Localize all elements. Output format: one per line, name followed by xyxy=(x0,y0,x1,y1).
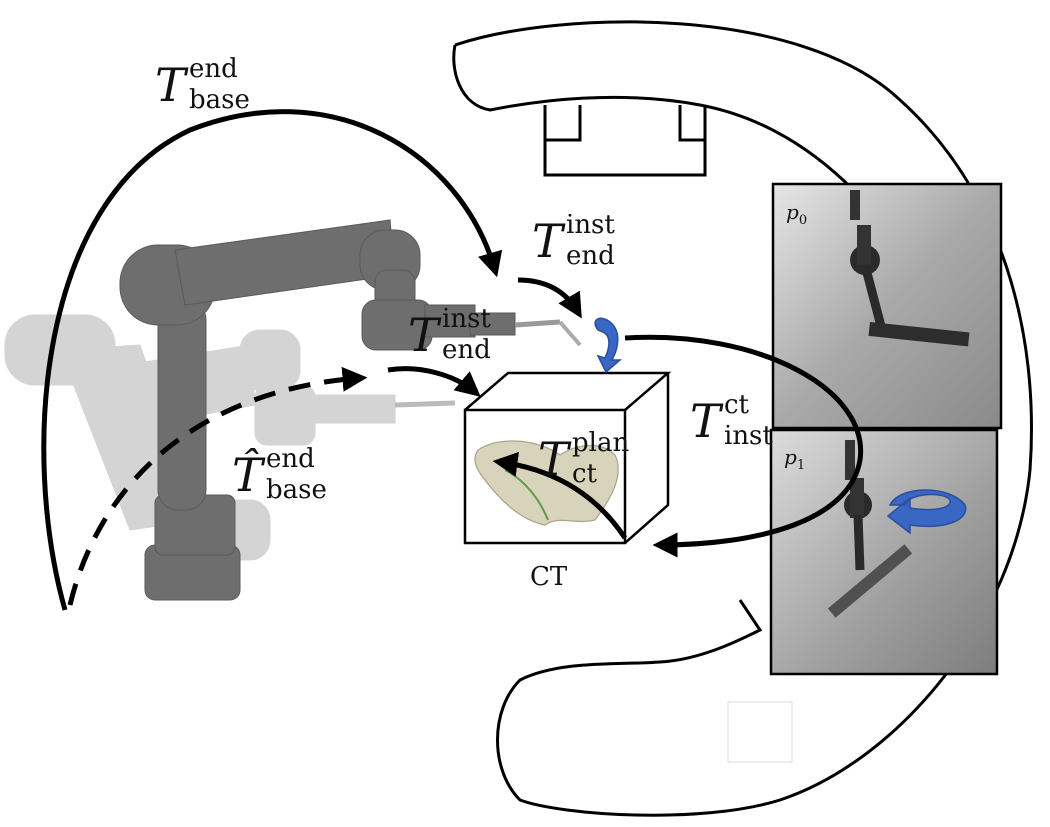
arrow-end-inst-mid xyxy=(387,366,481,397)
xray-label-p1: p1 xyxy=(784,445,806,473)
label-t-end-inst-mid: T inst end xyxy=(408,304,491,365)
label-t-base-end: T end base xyxy=(155,54,250,115)
arrow-base-end-hat xyxy=(67,366,368,606)
robot-arm-icon xyxy=(119,219,582,601)
arrow-end-inst-top xyxy=(517,277,582,319)
ct-label: CT xyxy=(530,562,568,592)
arrow-ct-plan xyxy=(492,451,628,540)
arrow-base-end xyxy=(41,109,503,611)
c-arm-icon xyxy=(452,20,1033,817)
label-t-end-inst-top: T inst end xyxy=(532,210,615,271)
label-t-inst-ct: T ct inst xyxy=(690,390,773,451)
label-t-ct-plan: T plan ct xyxy=(538,428,630,489)
transform-arrows xyxy=(41,109,864,611)
label-that-base-end: T̂ end base xyxy=(232,444,327,505)
rotation-arrow-icon xyxy=(594,317,967,535)
xray-label-p0: p0 xyxy=(786,200,808,228)
arrow-inst-ct xyxy=(624,334,864,558)
xray-image-icon xyxy=(769,182,1003,676)
